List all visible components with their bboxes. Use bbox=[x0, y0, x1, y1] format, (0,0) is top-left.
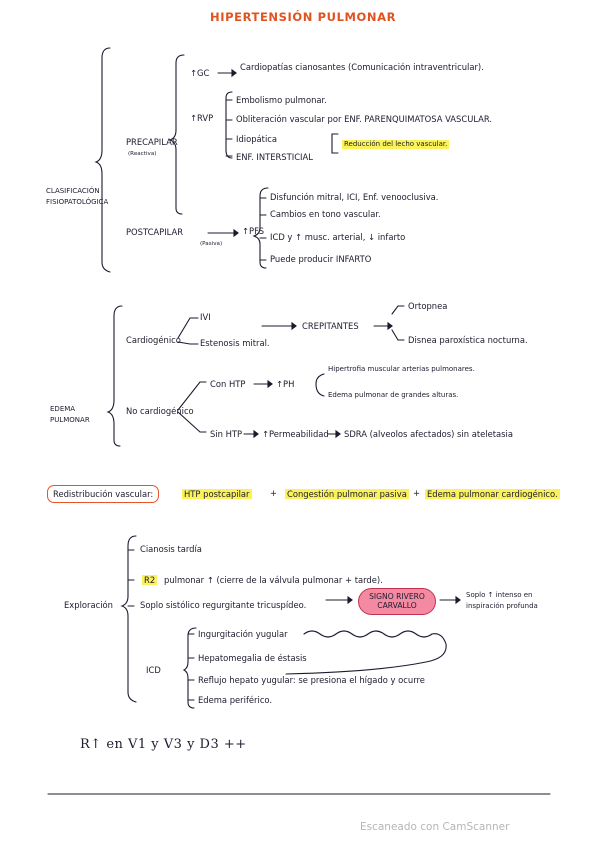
signo-result: Soplo ↑ intenso en inspiración profunda bbox=[466, 591, 538, 610]
plus-sign: + bbox=[270, 488, 278, 498]
rvp-item: Idiopática bbox=[236, 134, 278, 144]
aph-item: Edema pulmonar de grandes alturas. bbox=[328, 391, 459, 399]
icd-label: ICD bbox=[146, 665, 161, 675]
redistribucion-part: Congestión pulmonar pasiva bbox=[285, 489, 409, 500]
agc-label: ↑GC bbox=[190, 68, 210, 78]
plus-sign: + bbox=[413, 488, 421, 498]
postcapilar-item: Puede producir INFARTO bbox=[270, 254, 372, 264]
rvp-item: ENF. INTERSTICIAL bbox=[236, 152, 313, 162]
rvp-note-highlight: Reducción del lecho vascular. bbox=[342, 140, 450, 149]
cardiogenico-label: Cardiogénico bbox=[126, 335, 181, 345]
edema-label: EDEMA PULMONAR bbox=[50, 405, 90, 425]
exploracion-label: Exploración bbox=[64, 600, 113, 610]
ecg-line: R↑ en V1 y V3 y D3 ++ bbox=[80, 737, 247, 752]
soplo-label: Soplo sistólico regurgitante tricuspídeo… bbox=[140, 600, 307, 610]
sin-htp-label: Sin HTP bbox=[210, 429, 243, 439]
cianosis-label: Cianosis tardía bbox=[140, 544, 202, 554]
agc-item: Cardiopatías cianosantes (Comunicación i… bbox=[240, 62, 484, 72]
aph-item: Hipertrofia muscular arterias pulmonares… bbox=[328, 365, 475, 373]
no-cardiogenico-label: No cardiogénico bbox=[126, 406, 194, 416]
ivi-label: IVI bbox=[200, 312, 211, 322]
icd-item: Reflujo hepato yugular: se presiona el h… bbox=[198, 675, 425, 685]
icd-item: Edema periférico. bbox=[198, 695, 273, 705]
page-title: HIPERTENSIÓN PULMONAR bbox=[210, 10, 397, 24]
postcapilar-label: POSTCAPILAR bbox=[126, 227, 184, 237]
pfs-sublabel: (Pasiva) bbox=[200, 241, 223, 247]
precapilar-label: PRECAPILAR bbox=[126, 137, 178, 147]
disnea-label: Disnea paroxística nocturna. bbox=[408, 335, 528, 345]
camscanner-footer: Escaneado con CamScanner bbox=[360, 821, 510, 833]
icd-item: Ingurgitación yugular bbox=[198, 629, 288, 639]
rvp-item: Obliteración vascular por ENF. PARENQUIM… bbox=[236, 114, 493, 124]
estenosis-label: Estenosis mitral. bbox=[200, 338, 270, 348]
signo-rivero-carvallo-badge: SIGNO RIVERO CARVALLO bbox=[358, 588, 436, 616]
con-htp-label: Con HTP bbox=[210, 379, 246, 389]
precapilar-sublabel: (Reactiva) bbox=[128, 151, 157, 157]
postcapilar-item: Cambios en tono vascular. bbox=[270, 209, 381, 219]
postcapilar-item: Disfunción mitral, ICI, Enf. venooclusiv… bbox=[270, 192, 439, 202]
crepitantes-label: CREPITANTES bbox=[302, 321, 359, 331]
sdra-label: SDRA (alveolos afectados) sin ateletasia bbox=[344, 429, 514, 439]
permeabilidad-label: ↑Permeabilidad bbox=[262, 429, 329, 439]
clasificacion-label: CLASIFICACIÓN FISIOPATOLÓGICA bbox=[46, 187, 109, 207]
r2-label: pulmonar ↑ (cierre de la válvula pulmona… bbox=[164, 575, 383, 585]
rvp-item: Embolismo pulmonar. bbox=[236, 95, 327, 105]
aph-label: ↑PH bbox=[276, 379, 295, 389]
r2-highlight: R2 bbox=[142, 575, 158, 586]
rvp-label: ↑RVP bbox=[190, 113, 214, 123]
icd-item: Hepatomegalia de éstasis bbox=[198, 653, 307, 663]
redistribucion-part: HTP postcapilar bbox=[182, 489, 252, 500]
ortopnea-label: Ortopnea bbox=[408, 301, 448, 311]
redistribucion-label: Redistribución vascular: bbox=[47, 485, 160, 504]
postcapilar-item: ICD y ↑ musc. arterial, ↓ infarto bbox=[270, 232, 406, 242]
pfs-label: ↑PFS bbox=[242, 226, 265, 236]
redistribucion-part: Edema pulmonar cardiogénico. bbox=[425, 489, 560, 500]
